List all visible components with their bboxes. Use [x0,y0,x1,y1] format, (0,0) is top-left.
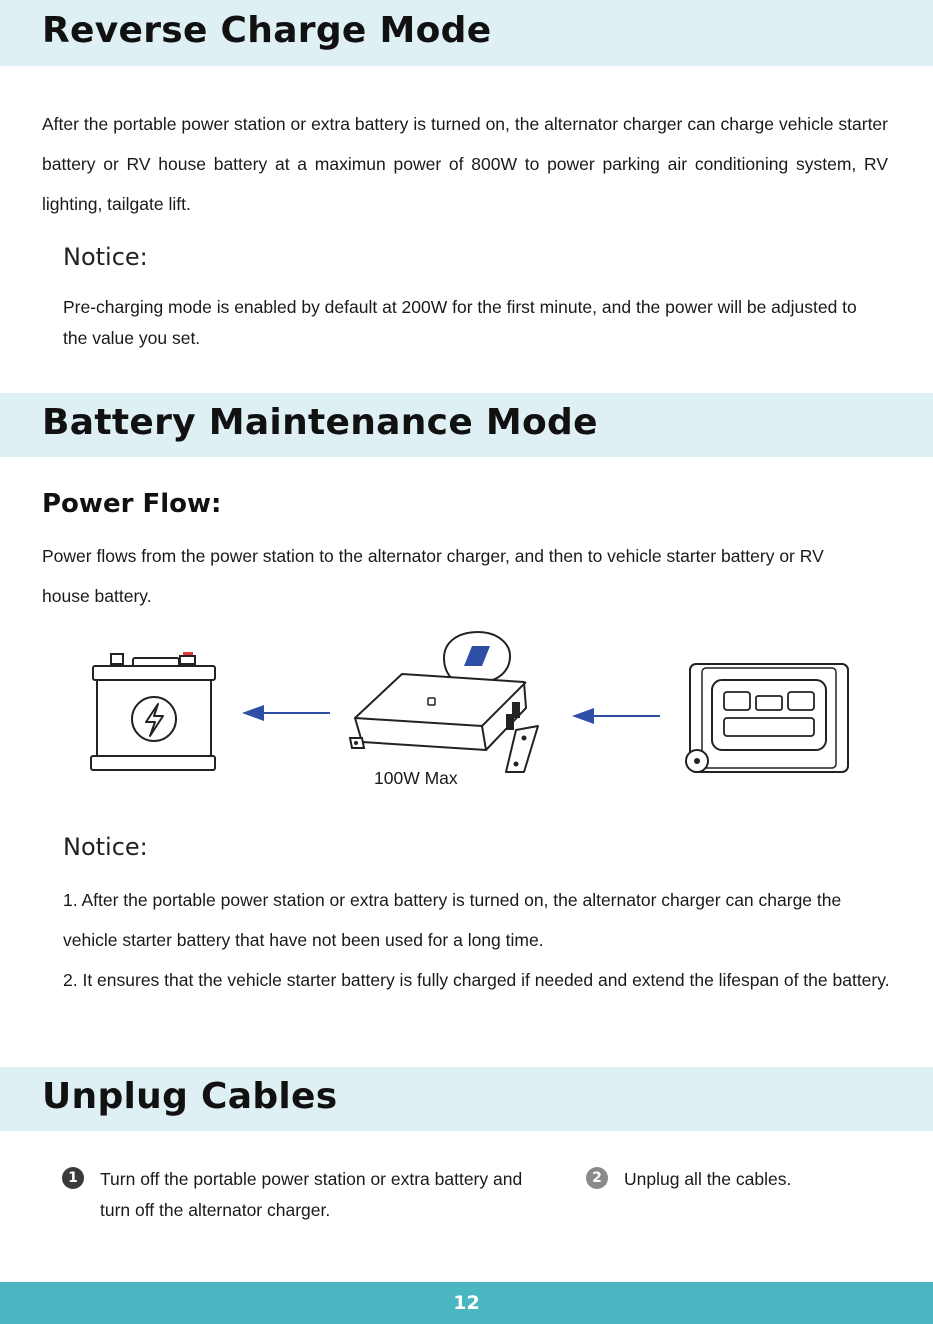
reverse-notice-body: Pre-charging mode is enabled by default … [63,297,857,348]
alternator-charger-icon [348,631,539,773]
power-station-icon [685,663,849,773]
step-text-1: Turn off the portable power station or e… [100,1169,523,1220]
section-title-battery-maintenance: Battery Maintenance Mode [42,402,598,443]
section-header-reverse-charge: Reverse Charge Mode [0,0,933,66]
page-number: 12 [453,1292,480,1314]
section-title-reverse-charge: Reverse Charge Mode [42,10,492,51]
maintenance-notice-title: Notice: [63,833,148,861]
car-battery-icon [90,652,216,771]
charger-max-label: 100W Max [374,768,458,788]
page-footer: 12 [0,1282,933,1324]
maintenance-notice-item-2: 2. It ensures that the vehicle starter b… [63,970,890,990]
flow-arrow-left-2 [572,708,660,724]
section-title-unplug-cables: Unplug Cables [42,1076,338,1117]
reverse-charge-body: After the portable power station or extr… [42,114,888,214]
step-text-2: Unplug all the cables. [624,1169,792,1189]
maintenance-notice-item-1: 1. After the portable power station or e… [63,890,842,950]
section-header-battery-maintenance: Battery Maintenance Mode [0,393,933,457]
section-header-unplug-cables: Unplug Cables [0,1067,933,1131]
power-flow-title: Power Flow: [42,489,222,519]
flow-arrow-left-1 [242,705,330,721]
step-number-1: 1 [62,1167,84,1189]
reverse-notice-title: Notice: [63,243,148,271]
step-number-2: 2 [586,1167,608,1189]
power-flow-body: Power flows from the power station to th… [42,546,824,606]
